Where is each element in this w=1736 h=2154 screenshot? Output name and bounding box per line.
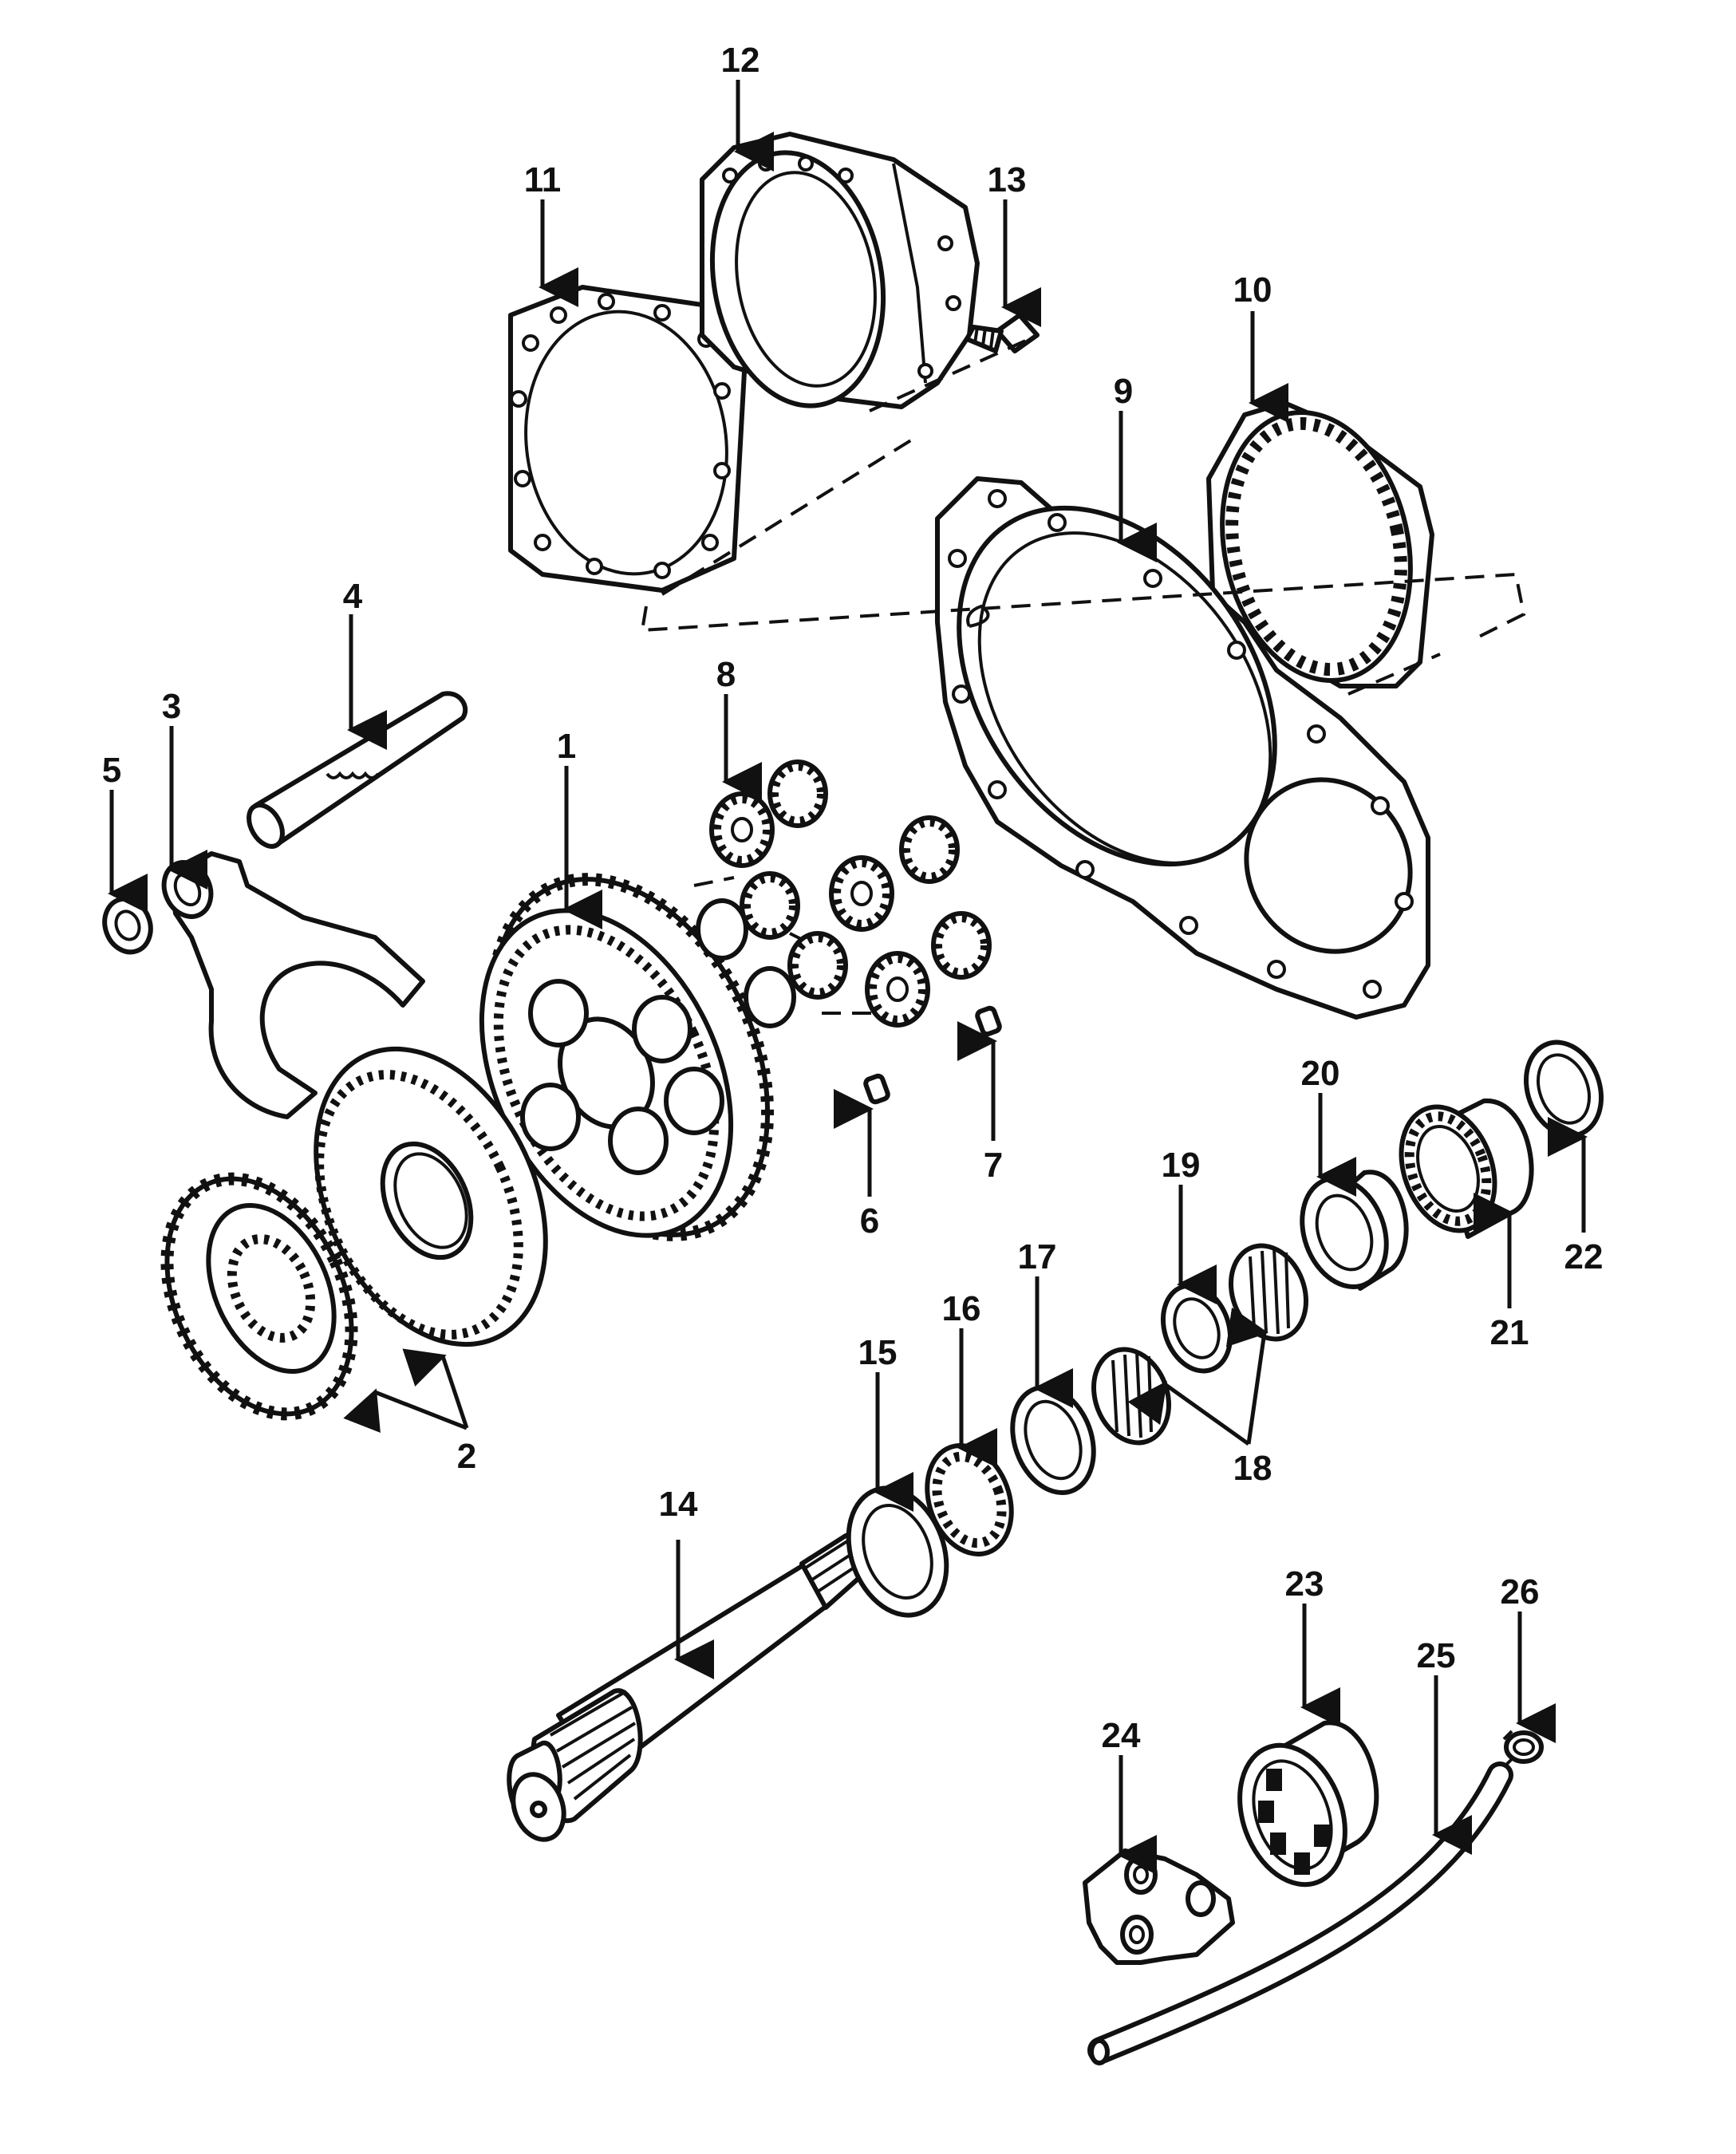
part-9-carrier-plate <box>935 476 1430 1020</box>
part-1-planet-carrier-gear <box>479 873 775 1241</box>
callout-labels: 12 11 13 10 9 4 3 5 8 1 6 7 2 14 15 16 1… <box>102 41 1604 1755</box>
part-8-planet-pinions <box>696 759 992 1028</box>
leader-lines <box>108 80 1588 1875</box>
callout-9: 9 <box>1114 372 1133 411</box>
callout-16: 16 <box>942 1289 981 1328</box>
callout-7: 7 <box>984 1146 1003 1185</box>
callout-6: 6 <box>860 1201 879 1241</box>
callout-23: 23 <box>1285 1564 1324 1604</box>
part-7-pin <box>975 1005 1002 1037</box>
callout-4: 4 <box>343 577 363 616</box>
part-5-lock-nut <box>102 896 153 955</box>
callout-10: 10 <box>1233 270 1272 310</box>
callout-20: 20 <box>1301 1054 1340 1093</box>
part-13-cap-screw <box>965 313 1040 353</box>
part-4-shift-rail <box>247 691 468 849</box>
callout-21: 21 <box>1490 1313 1529 1352</box>
part-12-housing <box>700 132 980 409</box>
part-10-ring-gear <box>1206 400 1434 688</box>
part-26-clamp <box>1502 1730 1544 1766</box>
part-11-gasket <box>508 285 748 593</box>
callout-25: 25 <box>1417 1636 1456 1675</box>
callout-3: 3 <box>162 687 181 726</box>
part-24-bracket <box>1083 1848 1235 1965</box>
part-17-washer <box>1010 1385 1096 1495</box>
callout-5: 5 <box>102 751 121 790</box>
part-23-roller-bearing <box>1237 1720 1379 1888</box>
part-2-sun-gear-assembly <box>160 1046 548 1421</box>
callout-17: 17 <box>1018 1237 1057 1276</box>
part-14-output-shaft <box>507 1532 872 1842</box>
part-16-needle-bearing <box>925 1443 1014 1556</box>
callout-24: 24 <box>1102 1716 1141 1755</box>
callout-26: 26 <box>1501 1572 1540 1612</box>
callout-1: 1 <box>557 727 576 766</box>
callout-2: 2 <box>457 1437 476 1476</box>
callout-11: 11 <box>524 160 562 199</box>
callout-15: 15 <box>858 1333 898 1372</box>
part-22-bearing-race <box>1523 1040 1604 1138</box>
part-21-ball-bearing <box>1399 1098 1534 1239</box>
part-6-pin <box>863 1073 890 1105</box>
callout-14: 14 <box>659 1485 698 1524</box>
callout-22: 22 <box>1564 1237 1604 1276</box>
part-19-washer <box>1160 1283 1233 1374</box>
callout-13: 13 <box>988 160 1027 199</box>
callout-19: 19 <box>1162 1146 1201 1185</box>
part-20-bearing-cup <box>1300 1170 1409 1291</box>
callout-12: 12 <box>721 41 760 80</box>
callout-8: 8 <box>716 655 736 694</box>
callout-18: 18 <box>1233 1449 1272 1488</box>
